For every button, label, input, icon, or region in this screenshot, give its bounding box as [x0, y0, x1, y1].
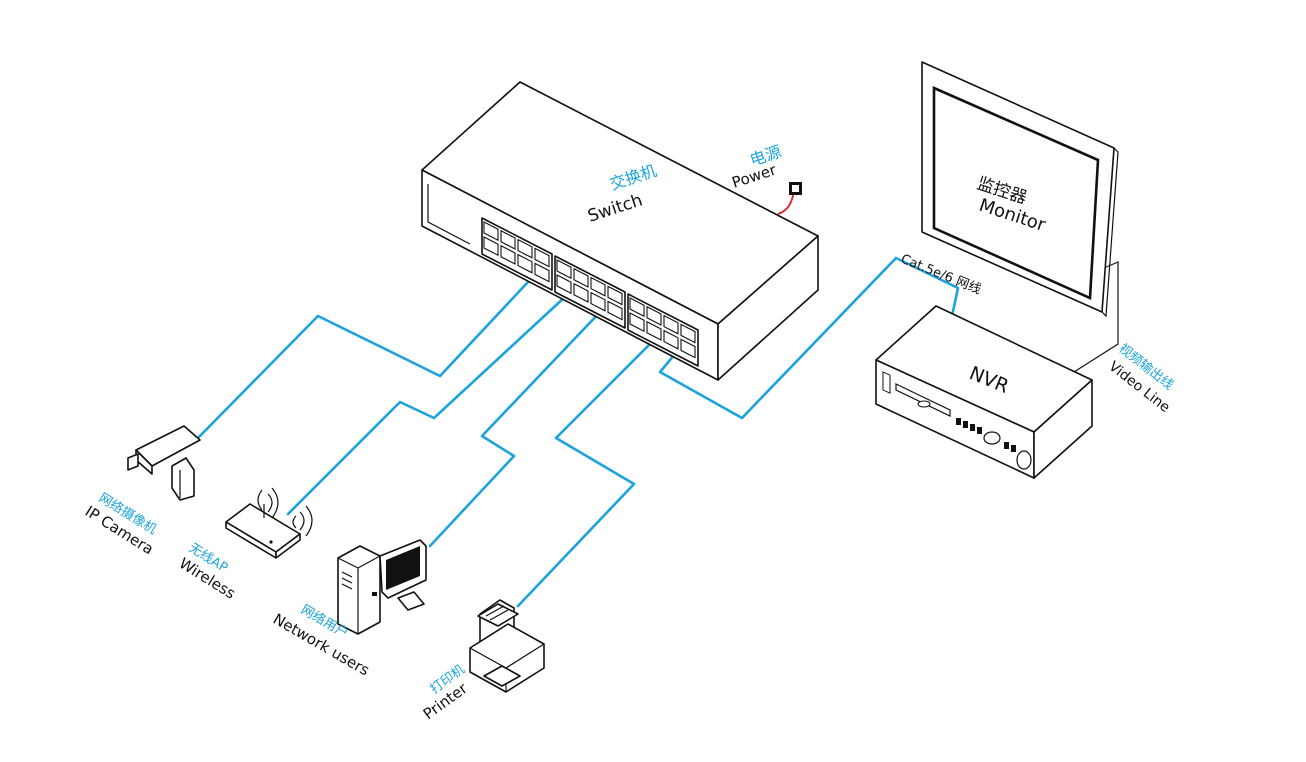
switch-port-15	[590, 291, 606, 312]
switch-port-3	[517, 238, 533, 259]
switch-ports	[483, 221, 696, 359]
network-user-pc-icon	[337, 539, 427, 635]
switch-port-2	[500, 229, 516, 250]
switch-port-9	[556, 259, 572, 280]
cable-nvr	[658, 256, 960, 420]
switch-port-22	[646, 320, 662, 341]
cables	[194, 191, 1119, 608]
switch-port-4	[534, 247, 550, 268]
switch-port-14	[573, 282, 589, 303]
switch-port-19	[663, 314, 679, 335]
switch-port-5	[483, 236, 499, 257]
video-output-cable	[1073, 261, 1119, 373]
power-cable	[777, 191, 795, 215]
switch-port-8	[534, 262, 550, 283]
switch-port-16	[607, 300, 623, 321]
switch-port-13	[556, 274, 572, 295]
switch-port-24	[680, 338, 696, 359]
switch-port-21	[629, 312, 645, 333]
power-socket-icon	[789, 182, 802, 195]
switch-port-12	[607, 285, 623, 306]
cable-ip-camera	[194, 280, 530, 442]
switch-port-18	[646, 305, 662, 326]
switch-port-23	[663, 329, 679, 350]
wireless-ap-icon	[225, 487, 313, 559]
cable-wireless	[286, 294, 568, 516]
ip-camera-icon	[127, 425, 201, 501]
nvr-side-face	[1033, 379, 1093, 479]
switch-port-11	[590, 276, 606, 297]
switch-port-1	[483, 221, 499, 242]
cable-label: Cat.5e/6 网线	[899, 252, 984, 298]
nvr-buttons	[956, 418, 1032, 470]
switch-port-17	[629, 297, 645, 318]
switch-port-7	[517, 253, 533, 274]
cable-printer	[516, 336, 658, 608]
printer-icon	[469, 599, 545, 693]
monitor-device: 监控器 Monitor	[921, 61, 1119, 318]
switch-device: 交换机 Switch 电源 Power	[421, 81, 819, 381]
switch-port-6	[500, 244, 516, 265]
cable-network-users	[428, 308, 604, 548]
switch-port-20	[680, 323, 696, 344]
nvr-device: NVR	[875, 305, 1093, 479]
switch-side-face	[717, 235, 819, 381]
switch-port-10	[573, 267, 589, 288]
